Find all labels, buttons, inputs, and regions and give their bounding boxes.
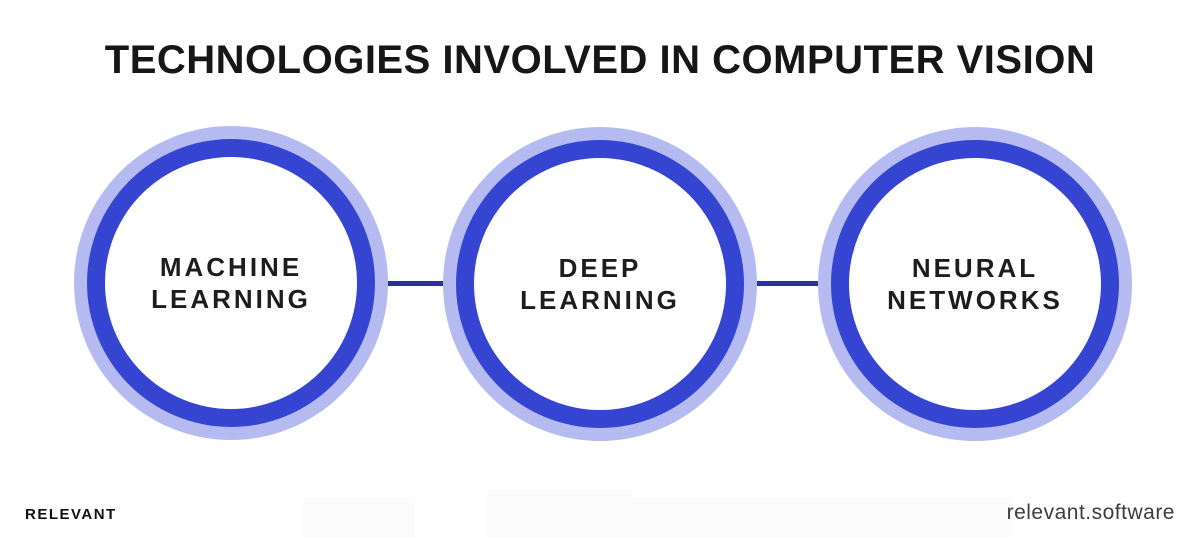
node-label-line: MACHINE	[159, 251, 303, 282]
connector-line-ml-dl	[388, 281, 443, 286]
node-label-line: LEARNING	[151, 284, 311, 314]
node-core: MACHINE LEARNING	[105, 157, 357, 409]
node-core: DEEP LEARNING	[474, 158, 726, 410]
node-label-line: LEARNING	[520, 285, 680, 315]
node-label-line: NEURAL	[911, 252, 1039, 283]
background-smudge	[303, 497, 415, 538]
website-url: relevant.software	[1006, 501, 1175, 524]
node-label: MACHINE LEARNING	[151, 251, 311, 316]
page-title: TECHNOLOGIES INVOLVED IN COMPUTER VISION	[104, 38, 1096, 82]
background-smudge	[487, 489, 632, 538]
relevant-logo: RELEVANT	[25, 506, 117, 523]
node-label: NEURAL NETWORKS	[887, 252, 1063, 317]
connector-line-dl-nn	[757, 281, 818, 286]
node-label-line: DEEP	[558, 252, 642, 283]
background-smudge	[632, 497, 1012, 538]
node-deep-learning: DEEP LEARNING	[443, 127, 757, 441]
node-neural-networks: NEURAL NETWORKS	[818, 127, 1132, 441]
node-label-line: NETWORKS	[887, 285, 1063, 315]
node-core: NEURAL NETWORKS	[849, 158, 1101, 410]
node-label: DEEP LEARNING	[520, 252, 680, 317]
node-machine-learning: MACHINE LEARNING	[74, 126, 388, 440]
